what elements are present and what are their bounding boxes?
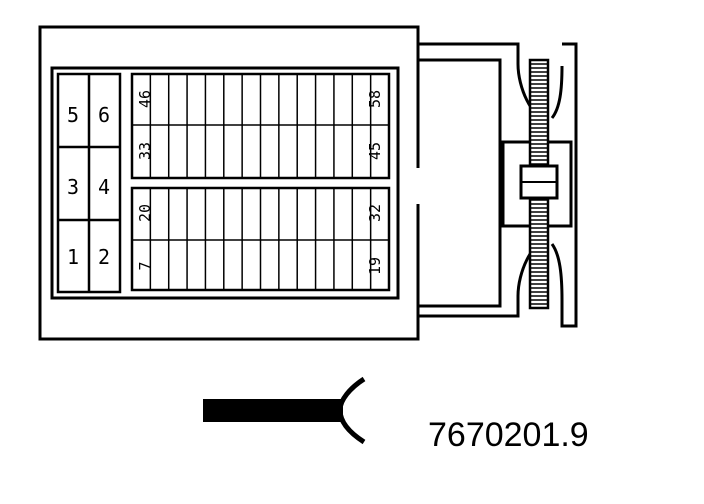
pin-label-upper-top-right: 58 [366,90,384,108]
pin-label-upper-top-left: 46 [136,90,154,108]
cavity-label-3: 3 [67,175,79,199]
pin-label-upper-bottom-right: 45 [366,142,384,160]
part-number: 7670201.9 [428,416,589,454]
cavity-label-1: 1 [67,245,79,269]
pin-label-lower-bottom-right: 19 [366,257,384,275]
cavity-label-6: 6 [98,103,110,127]
cavity-label-4: 4 [98,175,110,199]
large-cavity-block [56,72,122,294]
lower-pin-block [130,186,391,292]
pin-label-lower-bottom-left: 7 [136,261,154,270]
pin-label-lower-top-right: 32 [366,204,384,222]
cavity-label-2: 2 [98,245,110,269]
release-tool [203,376,366,445]
cavity-label-5: 5 [67,103,79,127]
side-slot-gap [415,168,421,204]
upper-pin-block [130,72,391,180]
pin-label-upper-bottom-left: 33 [136,142,154,160]
pin-label-lower-top-left: 20 [136,204,154,222]
